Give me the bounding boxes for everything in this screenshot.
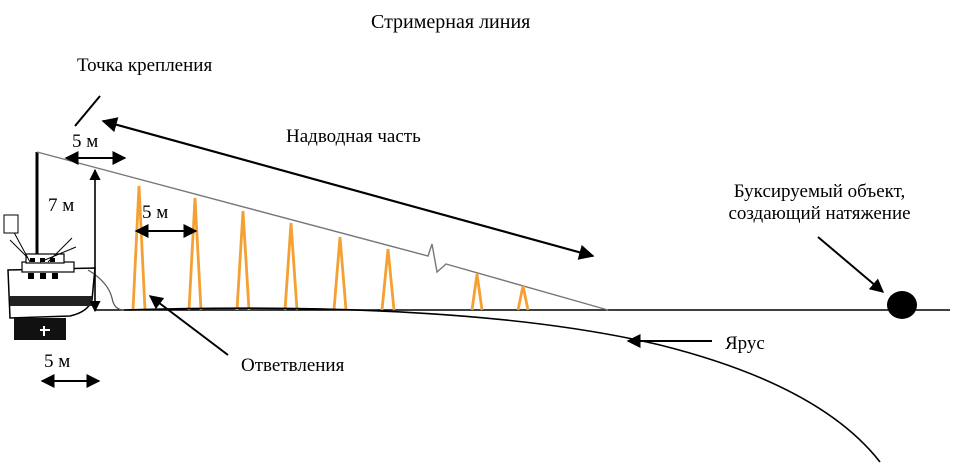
- spacing-5m-label: 5 м: [142, 202, 169, 223]
- streamer: [470, 273, 484, 311]
- fishing-boat-icon: [3, 214, 96, 340]
- streamer: [516, 285, 530, 311]
- streamers: [131, 185, 530, 311]
- height-7m-label: 7 м: [48, 195, 75, 216]
- branches-label: Ответвления: [241, 355, 345, 376]
- streamer: [235, 210, 251, 311]
- towed-object-buoy: [887, 291, 917, 319]
- attachment-point-label: Точка крепления: [77, 55, 213, 76]
- dist-5m-top-label: 5 м: [72, 131, 99, 152]
- diagram-title: Стримерная линия: [371, 11, 531, 33]
- branches-pointer-arrow: [148, 295, 229, 356]
- longline-curve: [123, 307, 881, 463]
- towed-object-label-line2: создающий натяжение: [728, 203, 911, 224]
- above-water-span-arrow: [101, 117, 595, 260]
- streamer: [380, 248, 396, 311]
- towed-object-label-line1: Буксируемый объект,: [733, 181, 906, 202]
- towed-object-label: Буксируемый объект, создающий натяжение: [702, 181, 937, 225]
- streamer: [332, 236, 348, 311]
- streamer: [187, 197, 203, 311]
- above-water-part-label: Надводная часть: [286, 126, 421, 147]
- dist-5m-bottom-label: 5 м: [44, 351, 71, 372]
- streamer: [283, 222, 299, 311]
- attachment-pointer-arrow: [74, 95, 101, 127]
- longline-label: Ярус: [725, 333, 765, 354]
- towed-object-pointer-arrow: [817, 236, 885, 293]
